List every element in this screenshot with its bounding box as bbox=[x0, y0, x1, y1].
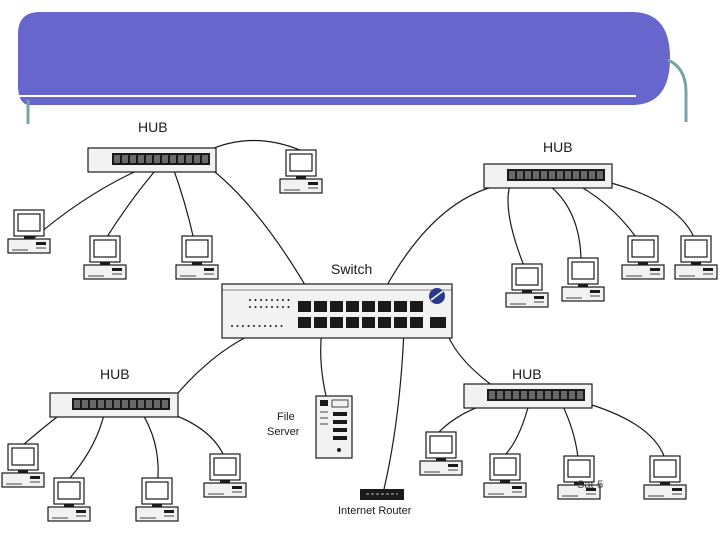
file-server-label-line2: Server bbox=[267, 426, 300, 438]
hub-top-left-label: HUB bbox=[138, 119, 168, 135]
switch-device bbox=[221, 283, 453, 339]
hub-bottom-right-label: HUB bbox=[512, 366, 542, 382]
hub-bottom-left-label: HUB bbox=[100, 366, 130, 382]
computer-icon bbox=[47, 477, 91, 522]
computer-icon bbox=[621, 235, 665, 280]
slide-mark: Sat-5 bbox=[577, 479, 604, 491]
computer-icon bbox=[674, 235, 718, 280]
hub-bottom-left bbox=[49, 392, 179, 418]
hub-top-right-label: HUB bbox=[543, 139, 573, 155]
file-server-device bbox=[315, 395, 353, 459]
hub-top-right bbox=[483, 163, 613, 189]
hub-bottom-right bbox=[463, 383, 593, 409]
computer-icon bbox=[279, 149, 323, 194]
computer-icon bbox=[7, 209, 51, 254]
computer-icon bbox=[83, 235, 127, 280]
computer-icon bbox=[1, 443, 45, 488]
computer-icon bbox=[561, 257, 605, 302]
computer-icon bbox=[135, 477, 179, 522]
computer-icon bbox=[557, 455, 601, 500]
title-banner bbox=[0, 12, 688, 124]
computer-icon bbox=[175, 235, 219, 280]
internet-router-label: Internet Router bbox=[338, 505, 412, 517]
hub-top-left bbox=[87, 147, 217, 173]
computer-icon bbox=[203, 453, 247, 498]
switch-label: Switch bbox=[331, 261, 373, 277]
computer-icon bbox=[505, 263, 549, 308]
computer-icon bbox=[419, 431, 463, 476]
internet-router-device bbox=[360, 489, 404, 500]
computer-icon bbox=[643, 455, 687, 500]
file-server-label-line1: File bbox=[277, 411, 295, 423]
computer-icon bbox=[483, 453, 527, 498]
